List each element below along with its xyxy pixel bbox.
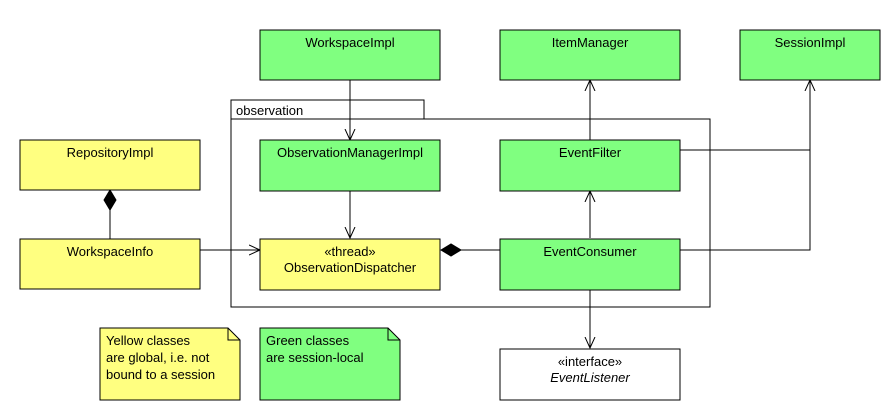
class-workspaceimpl[interactable]: WorkspaceImpl bbox=[259, 29, 441, 81]
class-observationmanagerimpl[interactable]: ObservationManagerImpl bbox=[259, 139, 441, 192]
class-name: EventConsumer bbox=[543, 244, 637, 259]
note-line: Green classes bbox=[266, 333, 350, 348]
class-workspaceinfo[interactable]: WorkspaceInfo bbox=[19, 238, 201, 290]
dependency-eventconsumer-to-sessionimpl bbox=[680, 150, 811, 251]
note-line: are session-local bbox=[266, 350, 364, 365]
dependency-eventfilter-to-sessionimpl bbox=[680, 80, 810, 151]
note-line: Yellow classes bbox=[106, 333, 191, 348]
class-eventconsumer[interactable]: EventConsumer bbox=[499, 238, 681, 291]
observation-package: observation bbox=[230, 99, 711, 308]
class-name: SessionImpl bbox=[775, 35, 846, 50]
class-repositoryimpl[interactable]: RepositoryImpl bbox=[19, 139, 201, 191]
class-eventfilter[interactable]: EventFilter bbox=[499, 139, 681, 192]
note-line: are global, i.e. not bbox=[106, 350, 210, 365]
composition-diamond-observationdispatcher bbox=[440, 243, 462, 257]
class-name: WorkspaceImpl bbox=[305, 35, 394, 50]
composition-diamond-repositoryimpl bbox=[103, 189, 117, 211]
class-itemmanager[interactable]: ItemManager bbox=[499, 29, 681, 81]
class-stereotype: «interface» bbox=[558, 354, 622, 369]
class-name: WorkspaceInfo bbox=[67, 244, 153, 259]
package-label: observation bbox=[236, 103, 303, 118]
class-name: ObservationDispatcher bbox=[284, 260, 417, 275]
connectors bbox=[103, 80, 811, 348]
class-stereotype: «thread» bbox=[324, 244, 375, 259]
package-body bbox=[230, 118, 711, 308]
class-name: ItemManager bbox=[552, 35, 629, 50]
note-yellow-classes: Yellow classes are global, i.e. not boun… bbox=[99, 327, 241, 401]
note-green-classes: Green classes are session-local bbox=[259, 327, 401, 401]
class-name: EventFilter bbox=[559, 145, 622, 160]
class-name: ObservationManagerImpl bbox=[277, 145, 423, 160]
class-name: EventListener bbox=[550, 370, 630, 385]
class-name: RepositoryImpl bbox=[67, 145, 154, 160]
note-line: bound to a session bbox=[106, 367, 215, 382]
class-observationdispatcher[interactable]: «thread» ObservationDispatcher bbox=[259, 238, 441, 291]
class-eventlistener[interactable]: «interface» EventListener bbox=[499, 348, 681, 401]
class-sessionimpl[interactable]: SessionImpl bbox=[739, 29, 881, 81]
